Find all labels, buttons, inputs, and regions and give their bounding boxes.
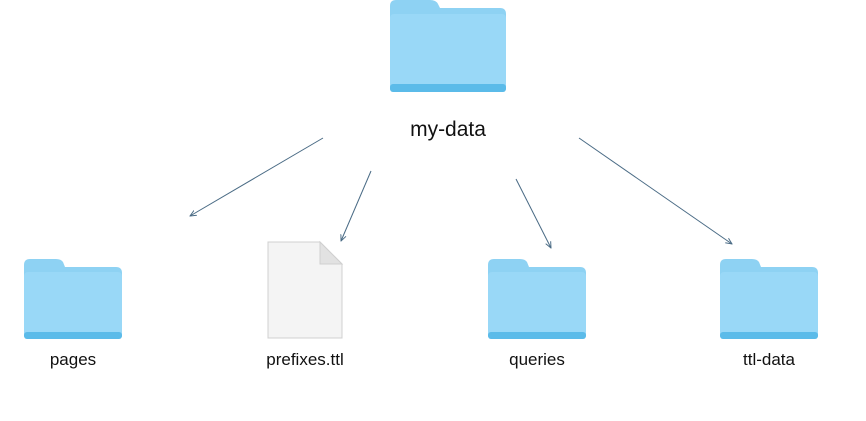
folder-icon[interactable] <box>719 259 819 339</box>
child-label-ttl-data[interactable]: ttl-data <box>743 350 795 369</box>
arrow-to-queries <box>515 178 551 248</box>
arrow-to-pages <box>190 137 324 216</box>
child-label-prefixes[interactable]: prefixes.ttl <box>266 350 344 369</box>
document-icon[interactable] <box>266 240 344 340</box>
child-label-queries[interactable]: queries <box>509 350 565 369</box>
folder-icon[interactable] <box>388 0 508 92</box>
child-label-pages[interactable]: pages <box>49 350 97 369</box>
root-folder-label[interactable]: my-data <box>410 118 486 141</box>
arrow-to-ttl-data <box>578 137 732 244</box>
folder-icon[interactable] <box>487 259 587 339</box>
folder-icon[interactable] <box>23 259 123 339</box>
arrow-to-prefixes <box>341 170 372 241</box>
